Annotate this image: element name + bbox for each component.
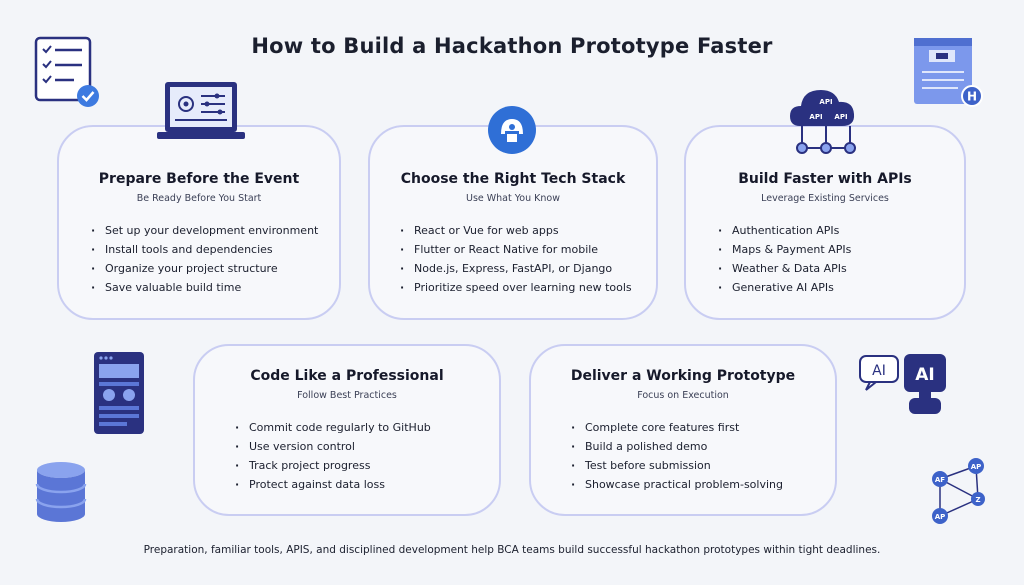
list-item: Complete core features first [571, 418, 783, 437]
card-subtitle: Use What You Know [466, 193, 560, 204]
list-item: Node.js, Express, FastAPI, or Django [400, 259, 632, 278]
card-subtitle: Follow Best Practices [297, 390, 397, 401]
list-item: Test before submission [571, 456, 783, 475]
list-item: Commit code regularly to GitHub [235, 418, 431, 437]
document-icon: H [914, 38, 983, 107]
card-title: Choose the Right Tech Stack [400, 171, 626, 187]
card-code-professional: Code Like a Professional Follow Best Pra… [193, 344, 501, 516]
card-list: Authentication APIs Maps & Payment APIs … [718, 221, 851, 297]
network-graph-icon: AF AP Z AP [932, 458, 985, 524]
list-item: React or Vue for web apps [400, 221, 632, 240]
ai-chat-icon: AI AI [859, 354, 946, 414]
list-item: Track project progress [235, 456, 431, 475]
card-prepare: Prepare Before the Event Be Ready Before… [57, 125, 341, 320]
api-text: API [819, 98, 832, 106]
list-item: Save valuable build time [91, 278, 318, 297]
api-text: API [834, 113, 847, 121]
card-apis: Build Faster with APIs Leverage Existing… [684, 125, 966, 320]
card-title: Deliver a Working Prototype [570, 368, 796, 384]
api-text: API [809, 113, 822, 121]
footer-text: Preparation, familiar tools, APIS, and d… [143, 544, 881, 556]
mobile-app-icon [94, 352, 144, 434]
card-deliver-prototype: Deliver a Working Prototype Focus on Exe… [529, 344, 837, 516]
list-item: Showcase practical problem-solving [571, 475, 783, 494]
list-item: Flutter or React Native for mobile [400, 240, 632, 259]
list-item: Organize your project structure [91, 259, 318, 278]
node-text: Z [975, 496, 980, 504]
ai-text: AI [872, 363, 886, 379]
card-title: Build Faster with APIs [738, 171, 912, 187]
list-item: Build a polished demo [571, 437, 783, 456]
list-item: Protect against data loss [235, 475, 431, 494]
h-badge-text: H [967, 90, 977, 104]
card-subtitle: Be Ready Before You Start [136, 193, 262, 204]
laptop-icon [157, 82, 245, 139]
card-list: Set up your development environment Inst… [91, 221, 318, 297]
card-list: Complete core features first Build a pol… [571, 418, 783, 494]
list-item: Set up your development environment [91, 221, 318, 240]
list-item: Prioritize speed over learning new tools [400, 278, 632, 297]
node-text: AP [971, 463, 982, 471]
page-title: How to Build a Hackathon Prototype Faste… [251, 34, 773, 58]
list-item: Weather & Data APIs [718, 259, 851, 278]
card-subtitle: Focus on Execution [637, 390, 729, 401]
node-text: AP [935, 513, 946, 521]
card-title: Code Like a Professional [250, 368, 444, 384]
card-title: Prepare Before the Event [98, 171, 300, 187]
ai-text: AI [915, 365, 934, 385]
list-item: Authentication APIs [718, 221, 851, 240]
card-tech-stack: Choose the Right Tech Stack Use What You… [368, 125, 658, 320]
database-icon [35, 462, 87, 522]
list-item: Generative AI APIs [718, 278, 851, 297]
list-item: Use version control [235, 437, 431, 456]
list-item: Maps & Payment APIs [718, 240, 851, 259]
checklist-icon [34, 36, 99, 107]
card-subtitle: Leverage Existing Services [761, 193, 889, 204]
card-list: Commit code regularly to GitHub Use vers… [235, 418, 431, 494]
node-text: AF [935, 476, 945, 484]
card-list: React or Vue for web apps Flutter or Rea… [400, 221, 632, 297]
tech-stack-icon [488, 106, 536, 154]
api-cloud-icon: API API API [790, 90, 856, 154]
list-item: Install tools and dependencies [91, 240, 318, 259]
